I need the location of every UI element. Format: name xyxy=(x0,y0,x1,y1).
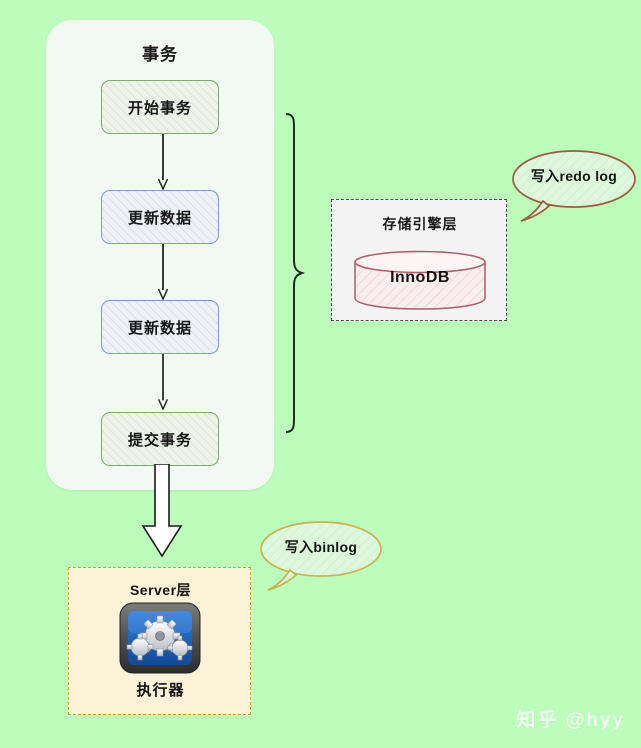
server-layer-box: Server层 xyxy=(68,567,251,715)
grouping-brace-icon xyxy=(285,113,306,433)
server-layer-caption: 执行器 xyxy=(136,682,185,699)
arrow-connector-icon xyxy=(157,244,169,300)
storage-engine-title: 存储引擎层 xyxy=(382,216,458,232)
gears-icon xyxy=(119,602,201,674)
block-arrow-down-icon xyxy=(141,464,183,558)
flow-step-label: 更新数据 xyxy=(127,319,192,337)
speech-bubble-icon xyxy=(260,521,382,591)
flow-step-label: 更新数据 xyxy=(127,209,192,227)
speech-bubble-icon xyxy=(512,150,636,222)
annotation-bubble-redo-log: 写入redo log xyxy=(510,148,638,224)
server-layer-title: Server层 xyxy=(129,582,192,598)
flow-step-commit-transaction[interactable]: 提交事务 xyxy=(101,412,219,466)
flow-step-update-data-2[interactable]: 更新数据 xyxy=(101,300,219,354)
transaction-title: 事务 xyxy=(142,45,178,64)
arrow-connector-icon xyxy=(157,134,169,190)
arrow-connector-icon xyxy=(157,354,169,410)
storage-engine-layer-box: 存储引擎层 InnoDB xyxy=(331,199,507,321)
annotation-bubble-binlog: 写入binlog xyxy=(258,519,384,593)
database-cylinder-icon xyxy=(354,250,486,310)
flow-step-begin-transaction[interactable]: 开始事务 xyxy=(101,80,219,134)
flow-step-label: 开始事务 xyxy=(127,99,192,117)
flow-step-label: 提交事务 xyxy=(127,431,192,449)
flow-step-update-data-1[interactable]: 更新数据 xyxy=(101,190,219,244)
watermark: 知乎 @hyy xyxy=(516,710,625,731)
